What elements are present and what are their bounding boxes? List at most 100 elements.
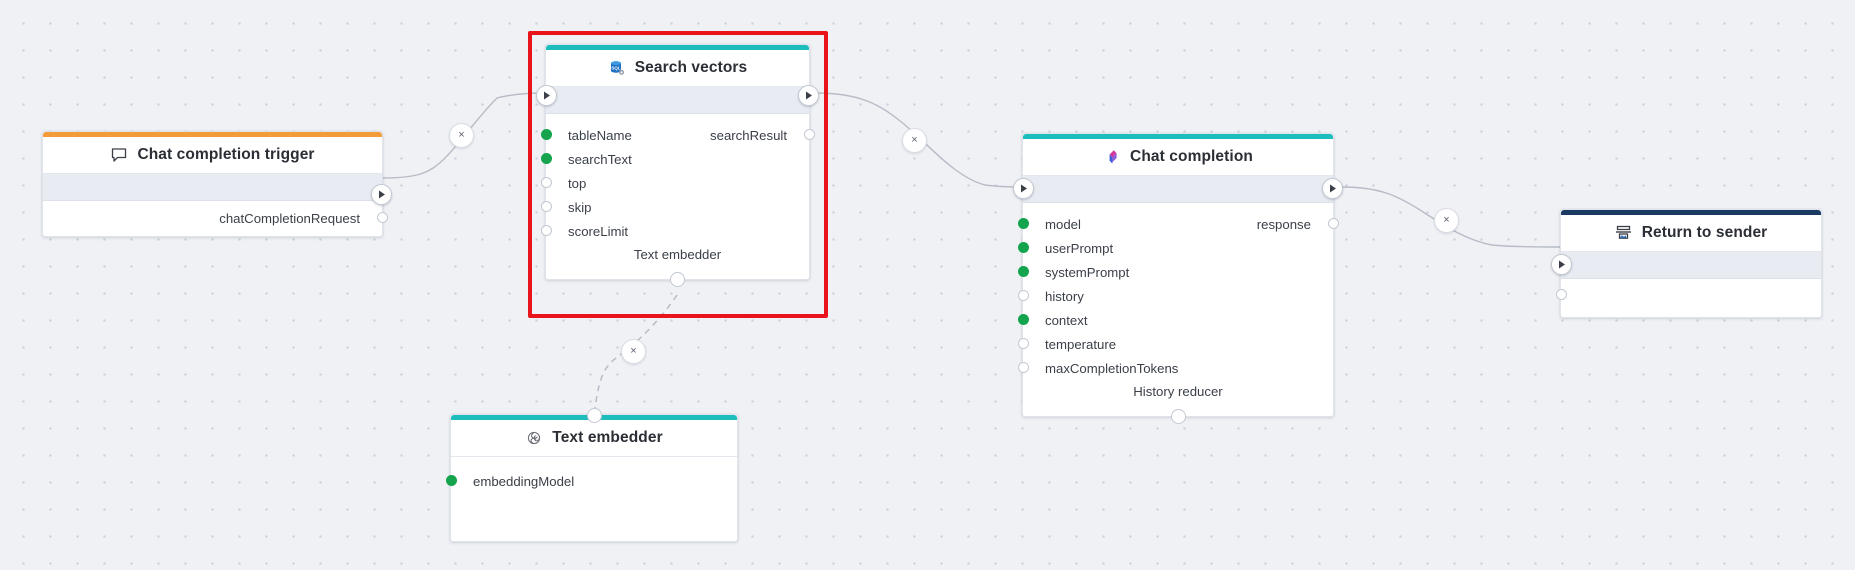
port-row-top[interactable]: top	[540, 171, 809, 195]
port-label: scoreLimit	[568, 223, 629, 239]
port-label: chatCompletionRequest	[219, 210, 360, 226]
node-chat-completion-trigger[interactable]: Chat completion trigger chatCompletionRe…	[42, 131, 392, 237]
input-port-scoreLimit[interactable]	[540, 225, 552, 236]
title-divider	[1561, 251, 1821, 252]
node-title-label: Return to sender	[1641, 224, 1768, 241]
node-text-embedder[interactable]: Text embedder embeddingModel	[445, 407, 738, 542]
node-accent-bar	[1023, 134, 1333, 139]
input-port-context[interactable]	[1017, 314, 1029, 325]
node-flow-band	[546, 87, 809, 114]
node-return-to-sender[interactable]: Return to sender	[1551, 209, 1822, 318]
edge-delete-search-to-text-embedder[interactable]: ×	[621, 339, 646, 364]
title-divider	[43, 173, 382, 174]
port-label: searchText	[568, 151, 632, 167]
port-label: maxCompletionTokens	[1045, 360, 1179, 376]
node-flow-band	[1023, 176, 1333, 203]
edge-delete-chat-to-return[interactable]: ×	[1434, 208, 1459, 233]
node-title-bar: Chat completion	[1023, 134, 1333, 175]
return-to-sender-icon	[1615, 224, 1633, 242]
node-body: model response userPrompt systemPrompt h…	[1017, 203, 1339, 416]
port-row-embeddingModel[interactable]: embeddingModel	[445, 469, 737, 493]
input-port-tableName[interactable]	[540, 129, 552, 140]
output-port-searchResult[interactable]	[803, 129, 815, 140]
port-label: searchResult	[710, 127, 787, 143]
node-accent-bar	[546, 45, 809, 50]
node-search-vectors[interactable]: SQL Search vectors tableName searchResul…	[536, 44, 819, 287]
port-row-chatCompletionRequest[interactable]: chatCompletionRequest	[43, 206, 388, 230]
openai-icon	[525, 429, 543, 447]
output-port-chatCompletionRequest[interactable]	[376, 212, 388, 223]
input-port-searchText[interactable]	[540, 153, 552, 164]
node-chat-completion[interactable]: Chat completion model response userPromp…	[1013, 133, 1343, 424]
input-port-model[interactable]	[1017, 218, 1029, 229]
port-label: skip	[568, 199, 592, 215]
parent-link-port[interactable]	[586, 407, 602, 423]
port-row-skip[interactable]: skip	[540, 195, 809, 219]
node-footer-label: Text embedder	[633, 247, 722, 262]
subgraph-port-history-reducer[interactable]	[1170, 408, 1186, 424]
port-label: temperature	[1045, 336, 1117, 352]
port-label: context	[1045, 312, 1088, 328]
title-divider	[546, 86, 809, 87]
flow-output-port[interactable]	[1322, 178, 1343, 199]
node-title-label: Chat completion trigger	[137, 146, 315, 163]
port-row-searchText[interactable]: searchText	[540, 147, 809, 171]
input-port-history[interactable]	[1017, 290, 1029, 301]
node-title-label: Search vectors	[634, 59, 748, 76]
close-icon: ×	[1443, 214, 1450, 226]
port-row-context[interactable]: context	[1017, 308, 1333, 332]
port-label: model	[1045, 216, 1081, 232]
node-title-bar: Chat completion trigger	[43, 132, 382, 173]
close-icon: ×	[458, 129, 465, 141]
input-port-temperature[interactable]	[1017, 338, 1029, 349]
node-title-bar: Text embedder	[451, 415, 737, 456]
flow-output-port[interactable]	[798, 85, 819, 106]
port-label: tableName	[568, 127, 632, 143]
svg-text:SQL: SQL	[611, 66, 621, 71]
node-title-label: Chat completion	[1130, 148, 1253, 165]
port-label: response	[1256, 216, 1311, 232]
input-port-userPrompt[interactable]	[1017, 242, 1029, 253]
flow-output-port[interactable]	[371, 184, 392, 205]
title-divider	[1023, 175, 1333, 176]
port-row-scoreLimit[interactable]: scoreLimit	[540, 219, 809, 243]
flow-input-port[interactable]	[536, 85, 557, 106]
chat-completion-icon	[1103, 148, 1121, 166]
port-label: userPrompt	[1045, 240, 1114, 256]
node-title-label: Text embedder	[552, 429, 663, 446]
node-body: tableName searchResult searchText top sk…	[540, 114, 815, 279]
sql-database-icon: SQL	[608, 59, 626, 77]
output-port-response[interactable]	[1327, 218, 1339, 229]
node-body: embeddingModel	[445, 457, 737, 541]
node-flow-band	[1561, 252, 1821, 279]
port-row-maxCompletionTokens[interactable]: maxCompletionTokens	[1017, 356, 1333, 380]
node-title-bar: SQL Search vectors	[546, 45, 809, 86]
edge-delete-search-to-chat[interactable]: ×	[902, 128, 927, 153]
node-body: chatCompletionRequest	[43, 201, 388, 236]
node-flow-band	[43, 174, 382, 201]
input-port-embeddingModel[interactable]	[445, 475, 457, 486]
close-icon: ×	[911, 134, 918, 146]
flow-input-port[interactable]	[1551, 254, 1572, 275]
subgraph-port-text-embedder[interactable]	[670, 271, 685, 287]
port-label: embeddingModel	[473, 473, 575, 489]
port-row-temperature[interactable]: temperature	[1017, 332, 1333, 356]
input-port-unnamed[interactable]	[1555, 289, 1567, 300]
input-port-maxCompletionTokens[interactable]	[1017, 362, 1029, 373]
port-label: top	[568, 175, 587, 191]
input-port-top[interactable]	[540, 177, 552, 188]
port-row-systemPrompt[interactable]: systemPrompt	[1017, 260, 1333, 284]
port-row-history[interactable]: history	[1017, 284, 1333, 308]
close-icon: ×	[630, 345, 637, 357]
input-port-skip[interactable]	[540, 201, 552, 212]
flow-input-port[interactable]	[1013, 178, 1034, 199]
node-accent-bar	[1561, 210, 1821, 215]
port-row-tableName[interactable]: tableName searchResult	[540, 123, 815, 147]
edge-delete-trigger-to-search[interactable]: ×	[449, 123, 474, 148]
node-title-bar: Return to sender	[1561, 210, 1821, 251]
input-port-systemPrompt[interactable]	[1017, 266, 1029, 277]
port-row-model[interactable]: model response	[1017, 212, 1339, 236]
port-row-userPrompt[interactable]: userPrompt	[1017, 236, 1333, 260]
title-divider	[451, 456, 737, 457]
